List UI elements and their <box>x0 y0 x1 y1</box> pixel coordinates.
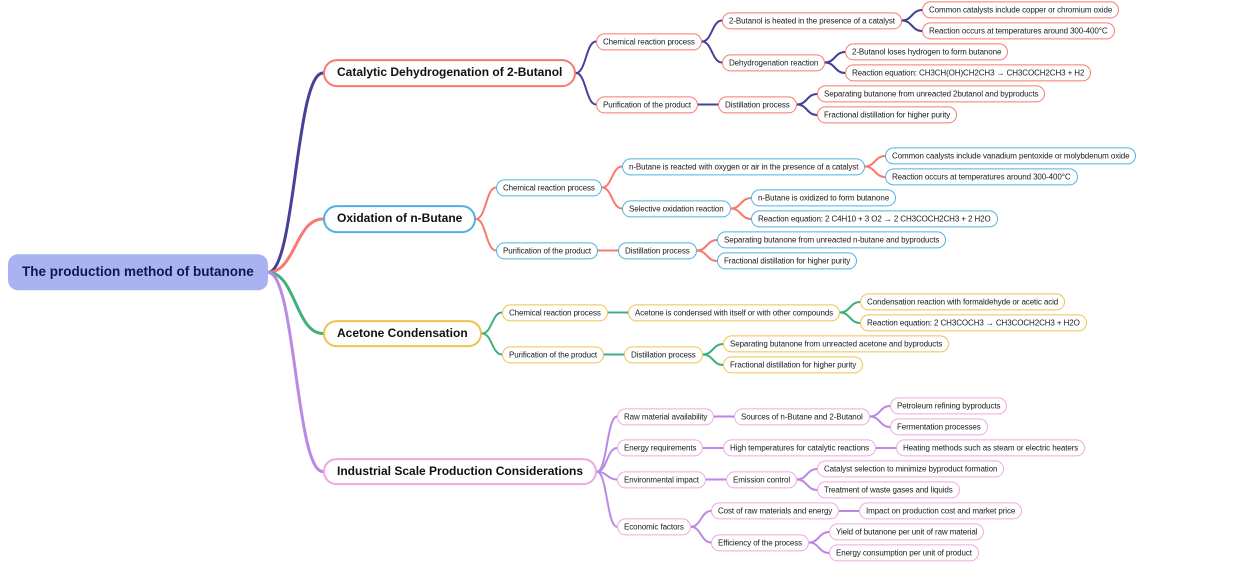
mindmap-link <box>901 9 923 22</box>
mindmap-link <box>266 270 325 474</box>
mindmap-link <box>864 155 886 168</box>
mindmap-node-efficiency-of-the-process[interactable]: Efficiency of the process <box>711 533 810 552</box>
mindmap-link <box>839 301 861 314</box>
mindmap-link <box>596 470 618 528</box>
mindmap-link <box>601 186 623 210</box>
mindmap-node-common-catalysts-include-copper-or-chromium-oxide[interactable]: Common catalysts include copper or chrom… <box>922 1 1120 19</box>
mindmap-node-sources-of-n-butane-and-2-butanol[interactable]: Sources of n-Butane and 2-Butanol <box>734 407 870 426</box>
mindmap-node-2-butanol-loses-hydrogen-to-form-butanone[interactable]: 2-Butanol loses hydrogen to form butanon… <box>845 43 1009 61</box>
mindmap-link <box>266 270 325 335</box>
mindmap-link <box>839 311 861 324</box>
mindmap-node-economic-factors[interactable]: Economic factors <box>617 518 691 536</box>
mindmap-node-reaction-equation-2-c4h10-3-o2-2-ch3coch2ch3-2-h2o[interactable]: Reaction equation: 2 C4H10 + 3 O2 → 2 CH… <box>751 210 998 228</box>
mindmap-node-petroleum-refining-byproducts[interactable]: Petroleum refining byproducts <box>890 397 1008 415</box>
mindmap-node-fractional-distillation-for-higher-purity[interactable]: Fractional distillation for higher purit… <box>723 356 864 374</box>
mindmap-link <box>796 468 818 481</box>
mindmap-node-treatment-of-waste-gases-and-liquids[interactable]: Treatment of waste gases and liquids <box>817 481 960 499</box>
mindmap-node-n-butane-is-oxidized-to-form-butanone[interactable]: n-Butane is oxidized to form butanone <box>751 189 897 207</box>
mindmap-link <box>808 541 830 554</box>
mindmap-node-raw-material-availability[interactable]: Raw material availability <box>617 407 715 426</box>
mindmap-node-2-butanol-is-heated-in-the-presence-of-a-catalyst[interactable]: 2-Butanol is heated in the presence of a… <box>722 11 902 30</box>
mindmap-link <box>901 19 923 32</box>
mindmap-node-reaction-occurs-at-temperatures-around-300-400-c[interactable]: Reaction occurs at temperatures around 3… <box>885 168 1078 186</box>
mindmap-node-fermentation-processes[interactable]: Fermentation processes <box>890 418 988 436</box>
mindmap-node-chemical-reaction-process[interactable]: Chemical reaction process <box>496 178 602 197</box>
mindmap-node-industrial-scale-production-considerations[interactable]: Industrial Scale Production Consideratio… <box>323 457 598 486</box>
mindmap-link <box>702 343 724 356</box>
mindmap-node-reaction-occurs-at-temperatures-around-300-400-c[interactable]: Reaction occurs at temperatures around 3… <box>922 22 1115 40</box>
mindmap-link <box>266 217 325 274</box>
mindmap-root-node[interactable]: The production method of butanone <box>8 254 268 291</box>
mindmap-node-selective-oxidation-reaction[interactable]: Selective oxidation reaction <box>622 199 731 218</box>
mindmap-node-emission-control[interactable]: Emission control <box>726 470 798 489</box>
mindmap-link <box>824 51 846 64</box>
mindmap-node-catalyst-selection-to-minimize-byproduct-formation[interactable]: Catalyst selection to minimize byproduct… <box>817 460 1005 478</box>
mindmap-link <box>864 165 886 178</box>
mindmap-node-impact-on-production-cost-and-market-price[interactable]: Impact on production cost and market pri… <box>859 502 1023 520</box>
mindmap-node-oxidation-of-n-butane[interactable]: Oxidation of n-Butane <box>323 205 477 233</box>
mindmap-node-distillation-process[interactable]: Distillation process <box>718 95 797 114</box>
mindmap-node-distillation-process[interactable]: Distillation process <box>618 241 697 260</box>
mindmap-node-condensation-reaction-with-formaldehyde-or-acetic-ac[interactable]: Condensation reaction with formaldehyde … <box>860 293 1066 311</box>
mindmap-link <box>475 218 497 252</box>
mindmap-link <box>696 249 718 262</box>
mindmap-node-purification-of-the-product[interactable]: Purification of the product <box>596 95 699 114</box>
mindmap-node-fractional-distillation-for-higher-purity[interactable]: Fractional distillation for higher purit… <box>817 106 958 124</box>
mindmap-link <box>730 197 752 210</box>
mindmap-node-purification-of-the-product[interactable]: Purification of the product <box>502 345 605 364</box>
mindmap-node-purification-of-the-product[interactable]: Purification of the product <box>496 241 599 260</box>
mindmap-link <box>266 71 325 274</box>
mindmap-link <box>796 93 818 106</box>
mindmap-node-dehydrogenation-reaction[interactable]: Dehydrogenation reaction <box>722 53 826 72</box>
mindmap-link <box>475 186 497 220</box>
mindmap-node-catalytic-dehydrogenation-of-2-butanol[interactable]: Catalytic Dehydrogenation of 2-Butanol <box>323 59 577 87</box>
mindmap-link <box>796 478 818 491</box>
mindmap-link <box>808 531 830 544</box>
mindmap-node-fractional-distillation-for-higher-purity[interactable]: Fractional distillation for higher purit… <box>717 252 858 270</box>
mindmap-node-heating-methods-such-as-steam-or-electric-heaters[interactable]: Heating methods such as steam or electri… <box>896 439 1086 457</box>
mindmap-link <box>575 40 597 74</box>
mindmap-node-chemical-reaction-process[interactable]: Chemical reaction process <box>502 303 608 322</box>
mindmap-node-n-butane-is-reacted-with-oxygen-or-air-in-the-presen[interactable]: n-Butane is reacted with oxygen or air i… <box>622 157 866 176</box>
mindmap-link <box>702 353 724 366</box>
mindmap-link <box>575 72 597 106</box>
mindmap-link <box>730 207 752 220</box>
mindmap-link <box>690 525 712 544</box>
mindmap-node-acetone-is-condensed-with-itself-or-with-other-compo[interactable]: Acetone is condensed with itself or with… <box>628 303 841 322</box>
mindmap-link <box>796 103 818 116</box>
mindmap-link <box>481 332 503 356</box>
mindmap-node-separating-butanone-from-unreacted-2butanol-and-bypr[interactable]: Separating butanone from unreacted 2buta… <box>817 85 1046 103</box>
mindmap-link <box>701 40 723 64</box>
mindmap-link <box>601 165 623 189</box>
mindmap-link <box>690 510 712 528</box>
mindmap-link <box>701 19 723 43</box>
mindmap-node-chemical-reaction-process[interactable]: Chemical reaction process <box>596 32 702 51</box>
mindmap-link <box>869 405 891 418</box>
mindmap-node-energy-requirements[interactable]: Energy requirements <box>617 439 704 457</box>
mindmap-link <box>696 239 718 252</box>
mindmap-node-acetone-condensation[interactable]: Acetone Condensation <box>323 319 482 348</box>
mindmap-link <box>596 415 618 473</box>
mindmap-node-energy-consumption-per-unit-of-product[interactable]: Energy consumption per unit of product <box>829 544 979 562</box>
mindmap-node-distillation-process[interactable]: Distillation process <box>624 345 703 364</box>
mindmap-node-yield-of-butanone-per-unit-of-raw-material[interactable]: Yield of butanone per unit of raw materi… <box>829 523 985 541</box>
mindmap-node-reaction-equation-2-ch3coch3-ch3coch2ch3-h2o[interactable]: Reaction equation: 2 CH3COCH3 → CH3COCH2… <box>860 314 1087 332</box>
mindmap-link <box>824 61 846 74</box>
mindmap-node-separating-butanone-from-unreacted-acetone-and-bypro[interactable]: Separating butanone from unreacted aceto… <box>723 335 950 353</box>
mindmap-link <box>869 415 891 428</box>
mindmap-node-reaction-equation-ch3ch-oh-ch2ch3-ch3coch2ch3-h2[interactable]: Reaction equation: CH3CH(OH)CH2CH3 → CH3… <box>845 64 1092 82</box>
mindmap-node-cost-of-raw-materials-and-energy[interactable]: Cost of raw materials and energy <box>711 502 840 520</box>
mindmap-node-high-temperatures-for-catalytic-reactions[interactable]: High temperatures for catalytic reaction… <box>723 439 877 457</box>
mindmap-node-environmental-impact[interactable]: Environmental impact <box>617 470 706 489</box>
mindmap-node-common-caalysts-include-vanadium-pentoxide-or-molybd[interactable]: Common caalysts include vanadium pentoxi… <box>885 147 1137 165</box>
mindmap-node-separating-butanone-from-unreacted-n-butane-and-bypr[interactable]: Separating butanone from unreacted n-but… <box>717 231 947 249</box>
mindmap-link <box>481 311 503 335</box>
